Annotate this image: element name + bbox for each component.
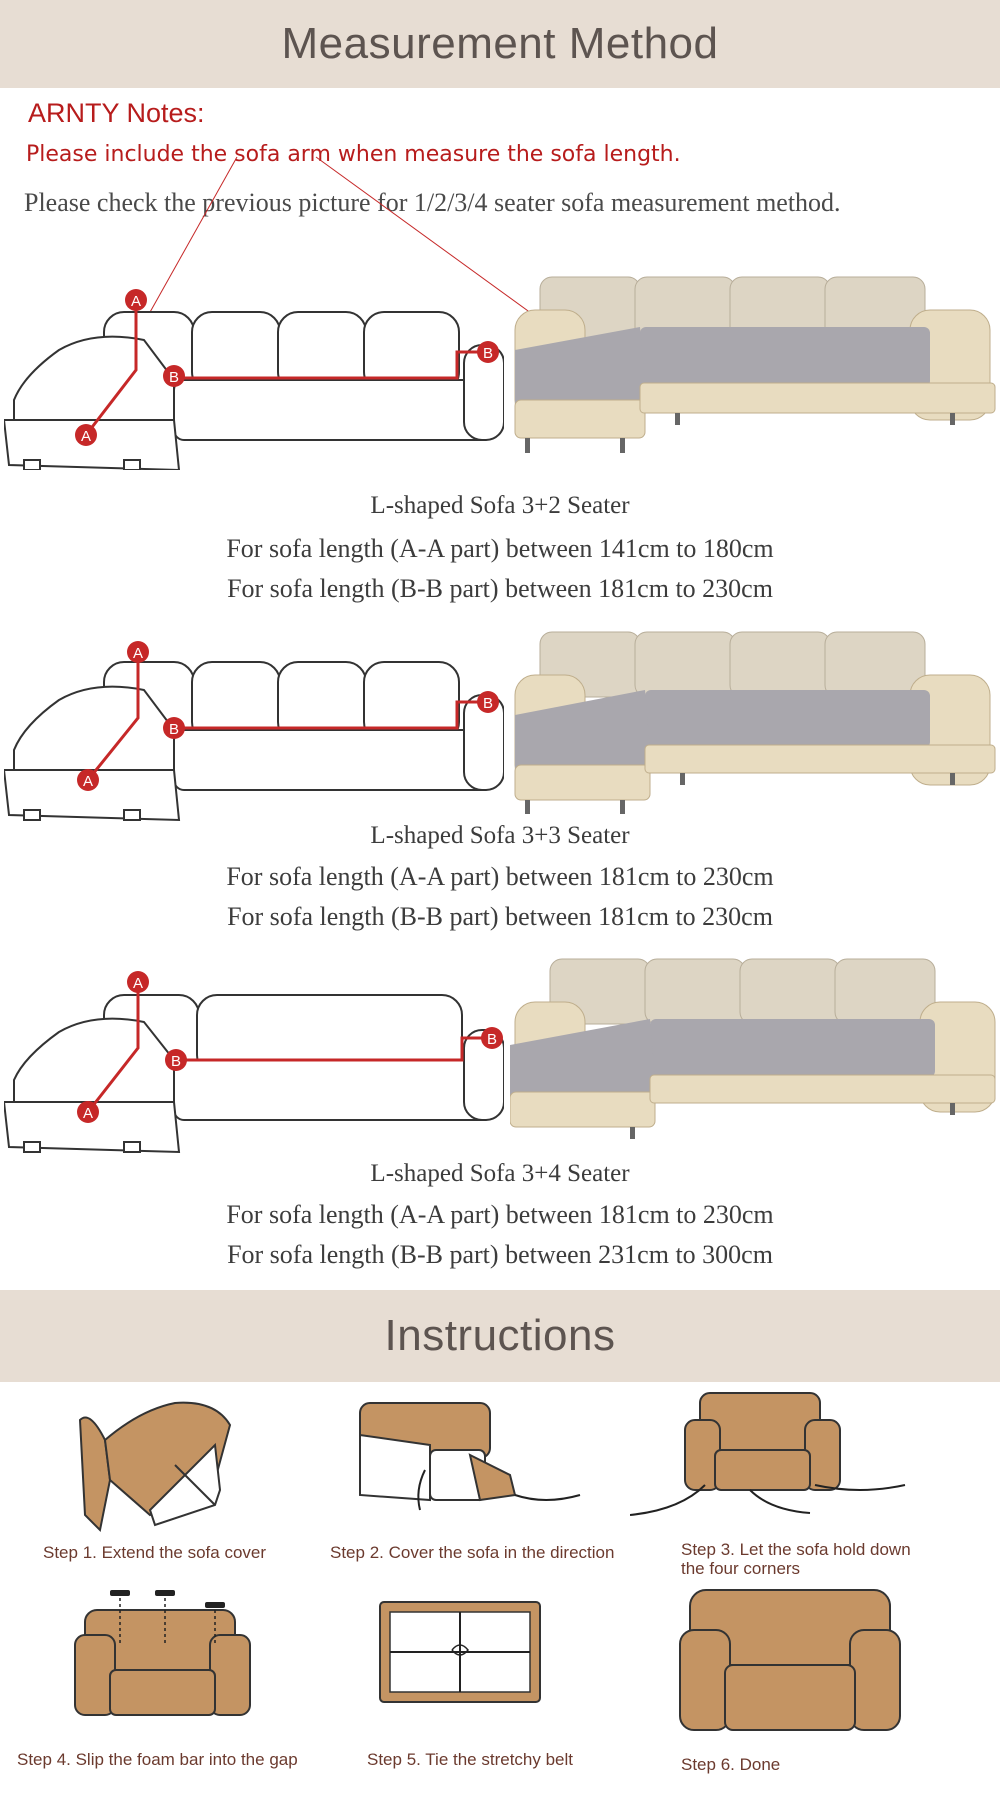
instructions-header: Instructions [0, 1290, 1000, 1382]
section-name: L-shaped Sofa 3+3 Seater [370, 822, 630, 849]
line-diagram-3-3: A A B B [4, 641, 504, 822]
svg-text:A: A [133, 645, 143, 662]
step-3-illustration [630, 1392, 906, 1516]
svg-text:B: B [487, 1031, 497, 1048]
marker-b-left: B [163, 717, 185, 739]
svg-text:B: B [169, 369, 179, 386]
step-label: Step 2. Cover the sofa in the direction [330, 1543, 615, 1562]
step-4-illustration [74, 1590, 251, 1716]
svg-text:B: B [169, 721, 179, 738]
aa-range: For sofa length (A-A part) between 181cm… [226, 1200, 774, 1229]
marker-a-top: A [127, 971, 149, 993]
bb-range: For sofa length (B-B part) between 181cm… [227, 902, 773, 931]
marker-b-right: B [481, 1027, 503, 1049]
svg-text:A: A [133, 975, 143, 992]
svg-text:B: B [171, 1053, 181, 1070]
header-title: Measurement Method [281, 19, 719, 68]
sofa-photo-3-4 [510, 958, 996, 1139]
line-diagram-3-4: A A B B [4, 971, 504, 1154]
step-label: Step 6. Done [681, 1755, 781, 1774]
marker-b-left: B [163, 365, 185, 387]
marker-a-bottom: A [75, 424, 97, 446]
svg-text:B: B [483, 345, 493, 362]
measurement-header: Measurement Method [0, 0, 1000, 88]
step-2-illustration [359, 1402, 581, 1511]
aa-range: For sofa length (A-A part) between 181cm… [226, 862, 774, 891]
step-label: Step 3. Let the sofa hold down the four … [681, 1540, 911, 1578]
check-note: Please check the previous picture for 1/… [24, 188, 841, 217]
step-label: Step 1. Extend the sofa cover [43, 1543, 267, 1562]
svg-text:A: A [83, 1105, 93, 1122]
step-6-illustration [679, 1589, 901, 1731]
marker-b-right: B [477, 691, 499, 713]
svg-text:B: B [483, 695, 493, 712]
aa-range: For sofa length (A-A part) between 141cm… [226, 534, 774, 563]
svg-text:A: A [81, 428, 91, 445]
marker-a-top: A [125, 289, 147, 311]
bb-range: For sofa length (B-B part) between 231cm… [227, 1240, 773, 1269]
step-label: Step 5. Tie the stretchy belt [367, 1750, 574, 1769]
marker-b-left: B [165, 1049, 187, 1071]
section-name: L-shaped Sofa 3+2 Seater [370, 492, 630, 519]
step-5-illustration [379, 1601, 541, 1703]
bb-range: For sofa length (B-B part) between 181cm… [227, 574, 773, 603]
notes-title: ARNTY Notes: [28, 98, 205, 128]
instructions-title: Instructions [384, 1311, 616, 1360]
step-label: Step 4. Slip the foam bar into the gap [17, 1750, 298, 1769]
svg-text:A: A [83, 773, 93, 790]
marker-a-top: A [127, 641, 149, 663]
marker-a-bottom: A [77, 769, 99, 791]
arm-note: Please include the sofa arm when measure… [26, 142, 681, 167]
sofa-photo-3-2 [514, 276, 996, 453]
line-diagram-3-2: A A B B [4, 289, 504, 470]
marker-a-bottom: A [77, 1101, 99, 1123]
svg-text:A: A [131, 293, 141, 310]
section-name: L-shaped Sofa 3+4 Seater [370, 1160, 630, 1187]
marker-b-right: B [477, 341, 499, 363]
step-1-illustration [78, 1401, 232, 1533]
sofa-photo-3-3 [514, 631, 996, 814]
